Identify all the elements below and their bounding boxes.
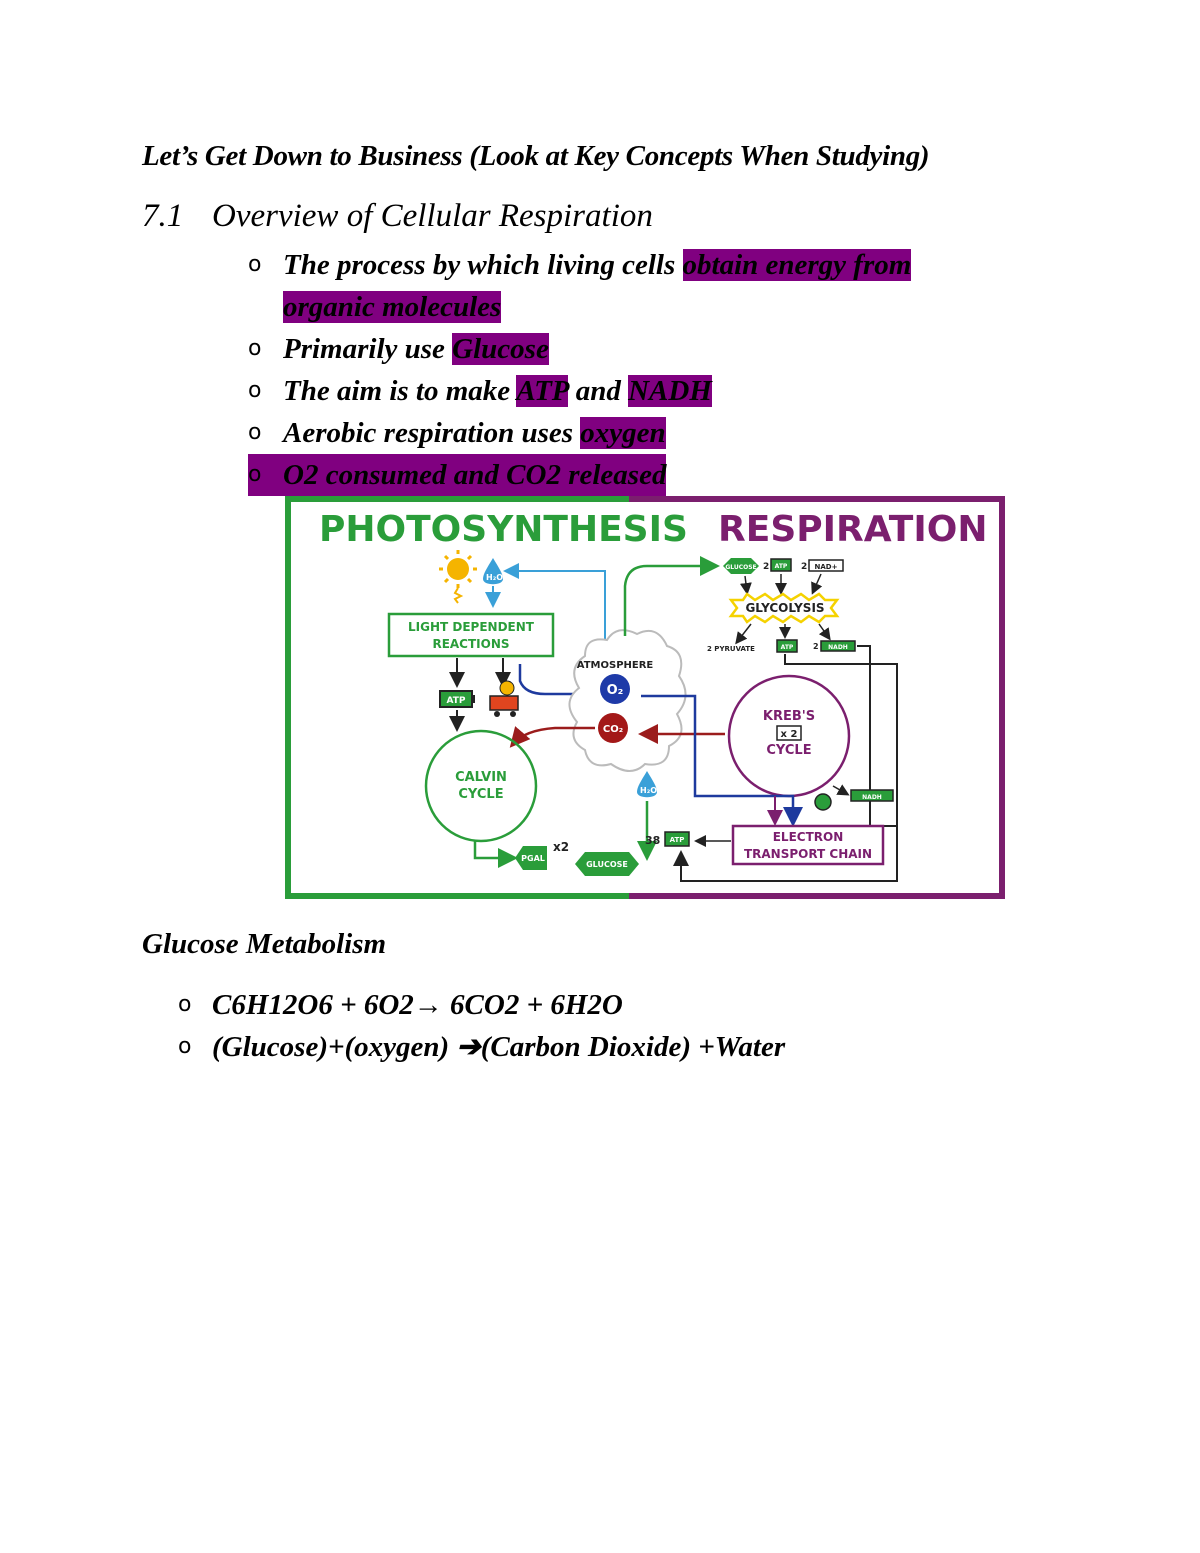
svg-text:ATP: ATP xyxy=(775,563,788,570)
photosynthesis-respiration-diagram: PHOTOSYNTHESIS RESPIRATION H₂O LIGHT DEP… xyxy=(285,496,1005,899)
glycolysis-burst xyxy=(728,592,840,624)
svg-text:NADH: NADH xyxy=(862,794,882,801)
svg-text:ATMOSPHERE: ATMOSPHERE xyxy=(577,660,654,671)
svg-text:x2: x2 xyxy=(553,840,569,854)
svg-text:O₂: O₂ xyxy=(607,683,624,698)
svg-text:ATP: ATP xyxy=(670,836,685,844)
water-drop-icon: H₂O xyxy=(637,771,657,798)
equation-item: o C6H12O6 + 6O2→ 6CO2 + 6H2O xyxy=(178,984,785,1026)
svg-text:GLYCOLYSIS: GLYCOLYSIS xyxy=(745,601,824,615)
bullet-marker: o xyxy=(178,1034,192,1059)
svg-text:CYCLE: CYCLE xyxy=(766,743,811,758)
bullet-marker: o xyxy=(248,378,262,403)
svg-text:2 PYRUVATE: 2 PYRUVATE xyxy=(707,645,755,653)
bullet-marker: o xyxy=(248,336,262,361)
section-title-text: Overview of Cellular Respiration xyxy=(212,198,653,234)
svg-text:ELECTRON: ELECTRON xyxy=(773,830,844,844)
svg-text:CYCLE: CYCLE xyxy=(458,787,503,802)
svg-text:ATP: ATP xyxy=(781,644,794,651)
highlight: O2 consumed and CO2 released xyxy=(283,459,667,491)
equation-list: o C6H12O6 + 6O2→ 6CO2 + 6H2O o (Glucose)+(… xyxy=(178,984,785,1068)
co2-molecule-icon xyxy=(598,713,628,743)
o2-molecule-icon xyxy=(600,674,630,704)
bullet-text: The aim is to make xyxy=(283,375,517,407)
bullet-marker: o xyxy=(248,420,262,445)
frame-green xyxy=(285,496,629,899)
svg-text:CALVIN: CALVIN xyxy=(455,770,507,785)
svg-text:H₂O: H₂O xyxy=(640,786,657,795)
frame-purple xyxy=(629,496,1005,899)
fadh-icon xyxy=(814,793,832,811)
equation-text: C6H12O6 + 6O2→ 6CO2 + 6H2O xyxy=(212,989,623,1021)
svg-text:GLUCOSE: GLUCOSE xyxy=(725,564,756,571)
svg-text:H₂O: H₂O xyxy=(486,573,503,582)
nad-battery-icon: NAD+ xyxy=(808,559,844,572)
glucose-metabolism-heading: Glucose Metabolism xyxy=(142,928,387,960)
nadh-battery-icon: NADH xyxy=(820,640,856,652)
svg-text:NADH: NADH xyxy=(828,644,848,651)
light-dependent-box xyxy=(387,612,555,658)
svg-text:CO₂: CO₂ xyxy=(603,724,623,735)
highlight: NADH xyxy=(628,375,712,407)
pgal-icon: PGAL xyxy=(515,846,547,870)
bullet-item: o The aim is to make ATP and NADH xyxy=(248,370,1008,412)
highlight: oxygen xyxy=(580,417,666,449)
atmosphere-cloud xyxy=(568,629,687,772)
nadph-cart-icon xyxy=(489,680,519,717)
bullet-text: The process by which living cells xyxy=(283,249,683,281)
title-respiration: RESPIRATION xyxy=(718,509,988,550)
svg-text:TRANSPORT CHAIN: TRANSPORT CHAIN xyxy=(744,847,872,861)
bullet-text: Aerobic respiration uses xyxy=(283,417,581,449)
bullet-item: o O2 consumed and CO2 released xyxy=(248,454,667,496)
sun-icon xyxy=(439,550,477,604)
svg-text:38: 38 xyxy=(645,834,660,847)
glucose-hexagon-icon: GLUCOSE xyxy=(723,558,759,574)
svg-text:2: 2 xyxy=(801,562,807,572)
svg-text:ATP: ATP xyxy=(446,696,465,706)
electron-transport-chain-box xyxy=(731,824,885,866)
glucose-hexagon-icon: GLUCOSE xyxy=(575,852,639,876)
highlight: ATP xyxy=(516,375,569,407)
bullet-marker: o xyxy=(178,992,192,1017)
svg-text:2: 2 xyxy=(763,562,769,572)
svg-text:PGAL: PGAL xyxy=(521,854,545,863)
atp-battery-icon: ATP xyxy=(664,831,690,847)
svg-text:KREB'S: KREB'S xyxy=(763,709,815,724)
highlight: Glucose xyxy=(452,333,549,365)
equation-text: (Glucose)+(oxygen) ➔(Carbon Dioxide) +Wa… xyxy=(212,1031,786,1063)
svg-text:NAD+: NAD+ xyxy=(815,563,838,571)
svg-text:GLUCOSE: GLUCOSE xyxy=(586,860,628,869)
bullet-text: Primarily use xyxy=(283,333,453,365)
svg-text:2: 2 xyxy=(813,642,819,651)
bullet-marker: o xyxy=(248,462,262,487)
water-drop-icon: H₂O xyxy=(483,558,503,585)
bullet-item: o Aerobic respiration uses oxygen xyxy=(248,412,1008,454)
svg-text:x 2: x 2 xyxy=(781,729,798,740)
section-number: 7.1 xyxy=(142,198,184,234)
svg-text:LIGHT DEPENDENT: LIGHT DEPENDENT xyxy=(408,620,535,634)
nadh-battery-icon: NADH xyxy=(850,789,894,802)
svg-text:REACTIONS: REACTIONS xyxy=(432,637,509,651)
atp-battery-icon: ATP xyxy=(439,690,475,708)
bullet-item: o Primarily use Glucose xyxy=(248,328,1008,370)
bullet-marker: o xyxy=(248,252,262,277)
atp-battery-icon: ATP xyxy=(776,639,798,653)
title-photosynthesis: PHOTOSYNTHESIS xyxy=(319,509,688,550)
section-title: 7.1 Overview of Cellular Respiration xyxy=(142,198,653,235)
page-heading: Let’s Get Down to Business (Look at Key … xyxy=(142,140,930,172)
bullet-text: and xyxy=(568,375,629,407)
calvin-cycle-ring xyxy=(424,729,538,843)
equation-item: o (Glucose)+(oxygen) ➔(Carbon Dioxide) +W… xyxy=(178,1026,785,1068)
atp-battery-icon: ATP xyxy=(770,558,792,572)
